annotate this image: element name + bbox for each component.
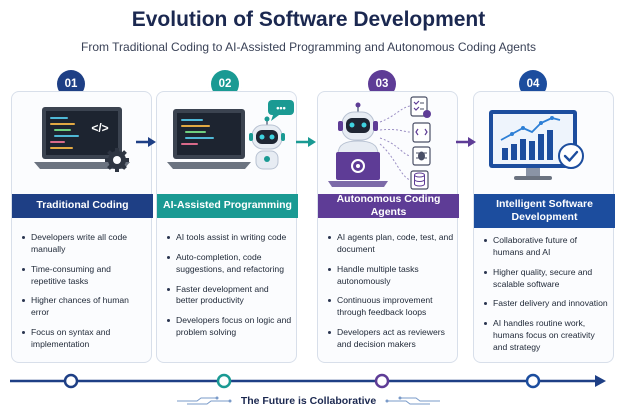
- list-item: Continuous improvement through feedback …: [328, 295, 454, 319]
- timeline-node: [374, 373, 390, 389]
- stage-2-card: ••• AI-Assisted Programming AI tools ass…: [156, 91, 298, 363]
- list-item: Handle multiple tasks autonomously: [328, 264, 454, 288]
- timeline-node: [216, 373, 232, 389]
- list-item: AI tools assist in writing code: [167, 232, 293, 244]
- robot-agent-icon: [337, 102, 379, 155]
- circuit-decoration-icon: [385, 396, 441, 405]
- stage-2-bullet-list: AI tools assist in writing code Auto-com…: [167, 232, 293, 347]
- laptop-gear-icon: [328, 152, 388, 187]
- stage-3-title-banner: Autonomous Coding Agents: [318, 193, 459, 218]
- arrow-right-icon: [296, 137, 316, 147]
- list-item: Time-consuming and repetitive tasks: [22, 264, 148, 288]
- stage-3-card: Autonomous Coding Agents AI agents plan,…: [317, 91, 459, 363]
- stage-4-card: Intelligent Software Development Collabo…: [473, 91, 615, 363]
- list-item: AI agents plan, code, test, and document: [328, 232, 454, 256]
- stage-4-title-banner: Intelligent Software Development: [474, 194, 615, 228]
- list-item: Focus on syntax and implementation: [22, 327, 148, 351]
- gear-icon: [105, 148, 129, 172]
- checklist-icon: [410, 96, 431, 118]
- list-item: Developers act as reviewers and decision…: [328, 327, 454, 351]
- chat-bubble-icon: •••: [268, 100, 294, 121]
- code-tag-icon: </>: [91, 121, 108, 135]
- list-item: Faster delivery and innovation: [484, 298, 610, 310]
- list-item: Faster development and better productivi…: [167, 284, 293, 308]
- timeline-bar: [10, 373, 606, 389]
- list-item: AI handles routine work, humans focus on…: [484, 318, 610, 354]
- stage-1-title-banner: Traditional Coding: [12, 194, 153, 218]
- bug-icon: [412, 146, 431, 166]
- timeline-node: [63, 373, 79, 389]
- laptop-code-illustration: </>: [34, 107, 130, 172]
- list-item: Developers write all code manually: [22, 232, 148, 256]
- check-circle-icon: [558, 143, 584, 169]
- footer-text: The Future is Collaborative: [240, 395, 377, 407]
- bar-chart-icon: [500, 116, 561, 160]
- stage-1-bullet-list: Developers write all code manually Time-…: [22, 232, 148, 359]
- arrow-right-icon: [136, 137, 156, 147]
- svg-text:•••: •••: [276, 103, 285, 113]
- database-icon: [410, 170, 429, 190]
- circuit-decoration-icon: [176, 396, 232, 405]
- robot-assistant-icon: [249, 116, 285, 170]
- stage-3-bullet-list: AI agents plan, code, test, and document…: [328, 232, 454, 359]
- timeline-node: [525, 373, 541, 389]
- autonomous-agent-illustration: [328, 96, 431, 190]
- page-subtitle: From Traditional Coding to AI-Assisted P…: [81, 40, 536, 54]
- stage-4-bullet-list: Collaborative future of humans and AI Hi…: [484, 235, 610, 362]
- footer: The Future is Collaborative: [0, 392, 617, 410]
- list-item: Higher chances of human error: [22, 295, 148, 319]
- code-file-icon: [412, 122, 431, 143]
- list-item: Developers focus on logic and problem so…: [167, 315, 293, 339]
- monitor-growth-illustration: [489, 110, 584, 180]
- list-item: Higher quality, secure and scalable soft…: [484, 267, 610, 291]
- stage-1-card: </> Traditional Coding Developers write …: [11, 91, 153, 363]
- arrow-right-icon: [456, 137, 476, 147]
- list-item: Collaborative future of humans and AI: [484, 235, 610, 259]
- laptop-robot-illustration: •••: [167, 100, 294, 170]
- stage-2-title-banner: AI-Assisted Programming: [157, 194, 298, 218]
- page-title: Evolution of Software Development: [131, 8, 486, 31]
- list-item: Auto-completion, code suggestions, and r…: [167, 252, 293, 276]
